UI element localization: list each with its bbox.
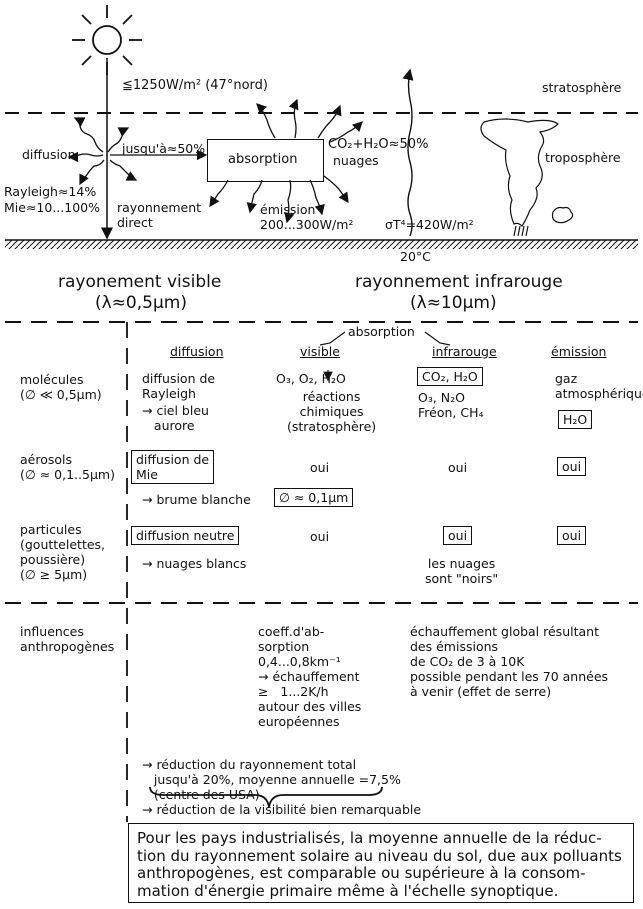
absorption-arrows <box>209 98 363 224</box>
header-infrarouge: infrarouge <box>432 344 497 359</box>
molecules-diffusion: diffusion de Rayleigh <box>142 371 216 401</box>
co2-label: CO₂+H₂O≈50% <box>328 137 429 152</box>
rayonnement-direct-label: rayonnement direct <box>117 200 202 230</box>
molecules-ir-more: O₃, N₂O Fréon, CH₄ <box>418 390 484 420</box>
header-visible: visible <box>300 344 340 359</box>
particules-emission-box-text: oui <box>557 526 587 545</box>
molecules-diffusion-sub: → ciel bleu aurore <box>142 403 209 433</box>
visible-band-lambda: (λ≈0,5μm) <box>95 293 187 313</box>
curly-brace <box>149 786 383 808</box>
sun-icon <box>72 5 142 75</box>
row-label-influences: influences anthropogènes <box>20 624 115 654</box>
irradiance-label: ≦1250W/m² (47°nord) <box>122 78 268 93</box>
absorption-box-label: absorption <box>228 152 298 167</box>
sigma-label: σT⁴=420W/m² <box>385 217 474 232</box>
molecules-emission: gaz atmosphérique <box>555 371 643 401</box>
cloud-icon <box>480 118 574 237</box>
influences-visible: coeff.d'ab- sorption 0,4...0,8km⁻¹ → éch… <box>258 624 362 729</box>
row-label-particules: particules (gouttelettes, poussière) (∅ … <box>20 522 106 582</box>
molecules-ir-box: CO₂, H₂O <box>417 367 483 386</box>
visible-band-title: rayonement visible <box>58 272 222 292</box>
influences-ir: échauffement global résultant des émissi… <box>410 624 609 699</box>
header-emission: émission <box>551 344 607 359</box>
troposphere-label: troposphère <box>545 150 621 165</box>
scatter-arrows <box>67 117 138 186</box>
aerosols-emission-box-text: oui <box>557 457 587 476</box>
molecules-emission-box: H₂O <box>558 410 593 429</box>
aerosols-diffusion-box-text: diffusion de Mie <box>131 450 215 484</box>
aerosols-visible: oui <box>310 460 330 475</box>
particules-ir-box-text: oui <box>443 526 473 545</box>
molecules-visible: O₃, O₂, H₂O <box>276 371 346 386</box>
particules-diffusion-box-text: diffusion neutre <box>131 526 240 545</box>
header-diffusion: diffusion <box>170 344 224 359</box>
conclusion-note: Pour les pays industrialisés, la moyenne… <box>128 823 634 903</box>
stratosphere-label: stratosphère <box>542 80 622 95</box>
aerosols-emission-box: oui <box>557 457 587 476</box>
ir-band-lambda: (λ≈10μm) <box>410 293 497 313</box>
molecules-ir-box-text: CO₂, H₂O <box>417 367 483 386</box>
mie-label: Mie≈10...100% <box>4 200 100 215</box>
absorption-header: absorption <box>348 324 415 339</box>
particules-diffusion-box: diffusion neutre <box>131 526 240 545</box>
temperature-label: 20°C <box>400 249 431 264</box>
nuages-label: nuages <box>333 153 379 168</box>
particules-ir-sub: les nuages sont "noirs" <box>425 556 499 586</box>
particules-emission-box: oui <box>557 526 587 545</box>
emission-label: émission 200...300W/m² <box>260 202 354 232</box>
aerosols-visible-box-text: ∅ ≈ 0,1μm <box>274 488 354 507</box>
jusqua-label: jusqu'à≈50% <box>122 141 206 156</box>
particules-diffusion-sub: → nuages blancs <box>142 556 247 571</box>
particules-visible: oui <box>310 529 330 544</box>
molecules-emission-box-text: H₂O <box>558 410 593 429</box>
row-label-aerosols: aérosols (∅ ≈ 0,1..5μm) <box>20 452 115 482</box>
aerosols-visible-box: ∅ ≈ 0,1μm <box>274 488 354 507</box>
rayleigh-label: Rayleigh≈14% <box>4 184 97 199</box>
absorption-box <box>207 139 324 182</box>
ground <box>5 240 638 249</box>
row-label-molecules: molécules (∅ ≪ 0,5μm) <box>20 372 102 402</box>
diffusion-label: diffusion <box>22 147 76 162</box>
aerosols-ir: oui <box>448 460 468 475</box>
ir-band-title: rayonnement infrarouge <box>355 272 563 292</box>
influences-reduction: → réduction du rayonnement total jusqu'à… <box>142 757 422 817</box>
particules-ir-box: oui <box>443 526 473 545</box>
molecules-visible-sub: réactions chimiques (stratosphère) <box>287 389 377 434</box>
aerosols-diffusion-sub: → brume blanche <box>142 492 251 507</box>
aerosols-diffusion-box: diffusion de Mie <box>131 450 215 484</box>
